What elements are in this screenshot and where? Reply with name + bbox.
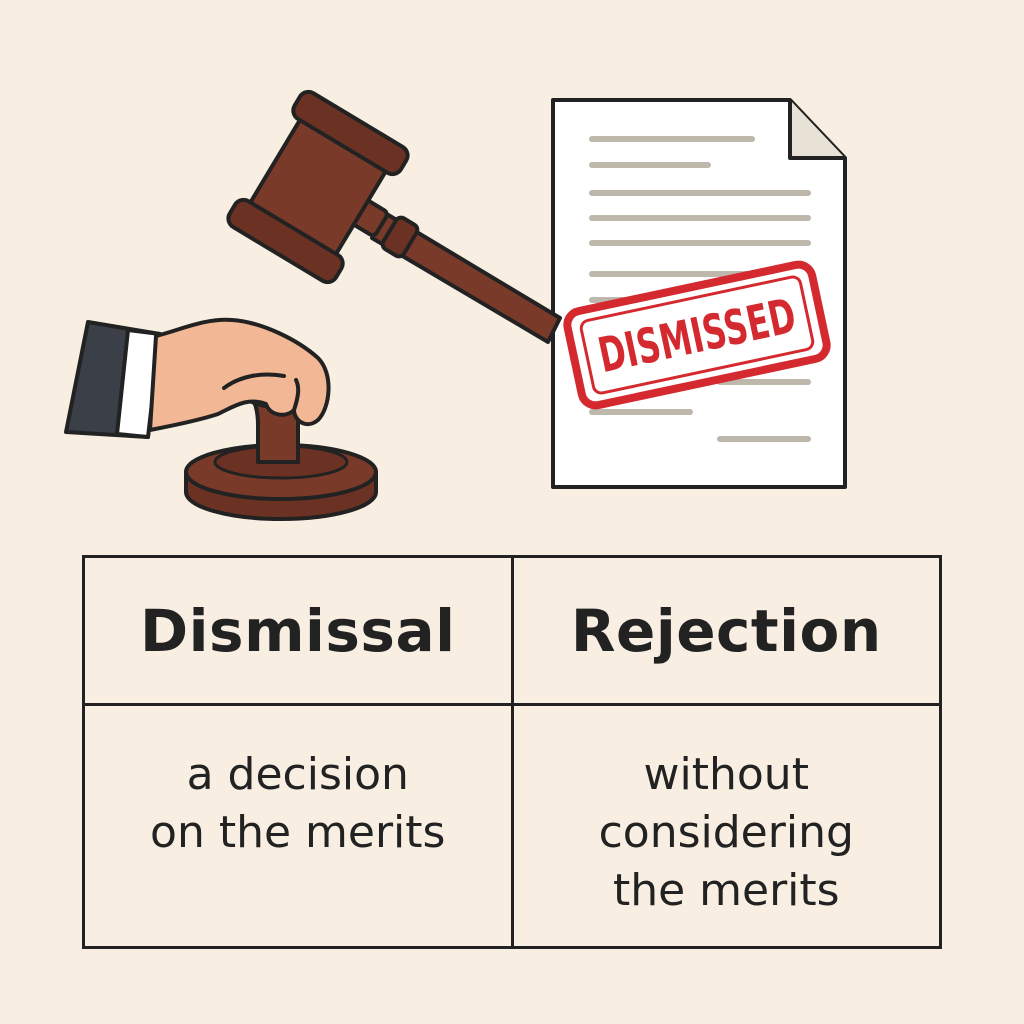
- dismissal-description: a decision on the merits: [150, 749, 446, 858]
- body-cell-rejection: without considering the merits: [510, 703, 942, 949]
- header-cell-dismissal: Dismissal: [82, 555, 514, 706]
- dismissal-heading: Dismissal: [140, 596, 456, 665]
- header-cell-rejection: Rejection: [510, 555, 942, 706]
- table-header-row: Dismissal Rejection: [82, 555, 942, 706]
- table-body-row: a decision on the merits without conside…: [82, 703, 942, 949]
- legal-illustration: DISMISSED: [64, 89, 847, 521]
- rejection-description: without considering the merits: [598, 749, 854, 916]
- body-cell-dismissal: a decision on the merits: [82, 703, 514, 949]
- comparison-table: Dismissal Rejection a decision on the me…: [82, 555, 942, 949]
- stamp-icon: DISMISSED: [563, 260, 831, 410]
- gavel-icon: [226, 89, 562, 344]
- hand-icon: [64, 317, 331, 439]
- rejection-heading: Rejection: [570, 596, 882, 665]
